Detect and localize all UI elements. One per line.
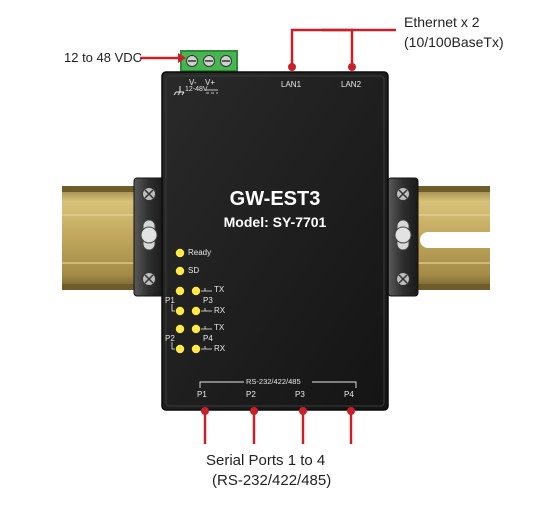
status-leds xyxy=(175,248,201,354)
led-sd xyxy=(175,266,185,276)
serial-port-4: P4 xyxy=(344,390,354,399)
terminal-vminus: V- xyxy=(189,78,197,87)
terminal-vplus: V+ xyxy=(205,78,216,87)
led-p3-tx xyxy=(191,286,201,296)
serial-port-3: P3 xyxy=(295,390,305,399)
led-tx-label-2: TX xyxy=(214,323,225,332)
serial-header: RS-232/422/485 xyxy=(246,377,301,386)
led-bracket-lines xyxy=(171,288,212,350)
left-mount-clip xyxy=(133,177,165,297)
led-rx-label-2: RX xyxy=(214,344,226,353)
led-p4-tx xyxy=(191,324,201,334)
led-p1-rx xyxy=(175,306,185,316)
serial-port-2: P2 xyxy=(246,390,256,399)
dc-icon xyxy=(206,89,218,94)
device-name: GW-EST3 xyxy=(229,188,321,210)
power-label: 12 to 48 VDC xyxy=(64,50,143,65)
led-p2-tx xyxy=(175,324,185,334)
device-model: Model: SY-7701 xyxy=(223,214,327,230)
led-p3-label: P3 xyxy=(203,296,213,305)
serial-callout xyxy=(203,412,353,444)
serial-port-1: P1 xyxy=(197,390,207,399)
led-ready-label: Ready xyxy=(188,248,212,257)
terminal-range: 12-48V xyxy=(185,86,208,93)
led-rx-label-1: RX xyxy=(214,306,226,315)
power-terminal xyxy=(180,50,238,72)
right-mount-clip xyxy=(387,177,419,297)
led-p2-label: P2 xyxy=(165,334,175,343)
led-p2-rx xyxy=(175,344,185,354)
led-p1-label: P1 xyxy=(165,296,175,305)
led-ready xyxy=(175,248,185,258)
led-p4-rx xyxy=(191,344,201,354)
serial-label-line2: (RS-232/422/485) xyxy=(212,472,332,489)
led-tx-label-1: TX xyxy=(214,285,225,294)
led-p4-label: P4 xyxy=(203,334,213,343)
ethernet-label-line2: (10/100BaseTx) xyxy=(404,34,504,50)
led-p3-rx xyxy=(191,306,201,316)
device-body xyxy=(161,71,389,411)
ethernet-label-line1: Ethernet x 2 xyxy=(404,14,480,30)
serial-label-line1: Serial Ports 1 to 4 xyxy=(206,452,326,469)
led-p1-tx xyxy=(175,286,185,296)
led-sd-label: SD xyxy=(188,266,200,275)
ground-icon xyxy=(173,86,185,96)
lan-port-2: LAN2 xyxy=(341,80,362,89)
ethernet-callout xyxy=(290,28,396,66)
lan-port-1: LAN1 xyxy=(281,80,302,89)
serial-header-line xyxy=(199,381,357,388)
